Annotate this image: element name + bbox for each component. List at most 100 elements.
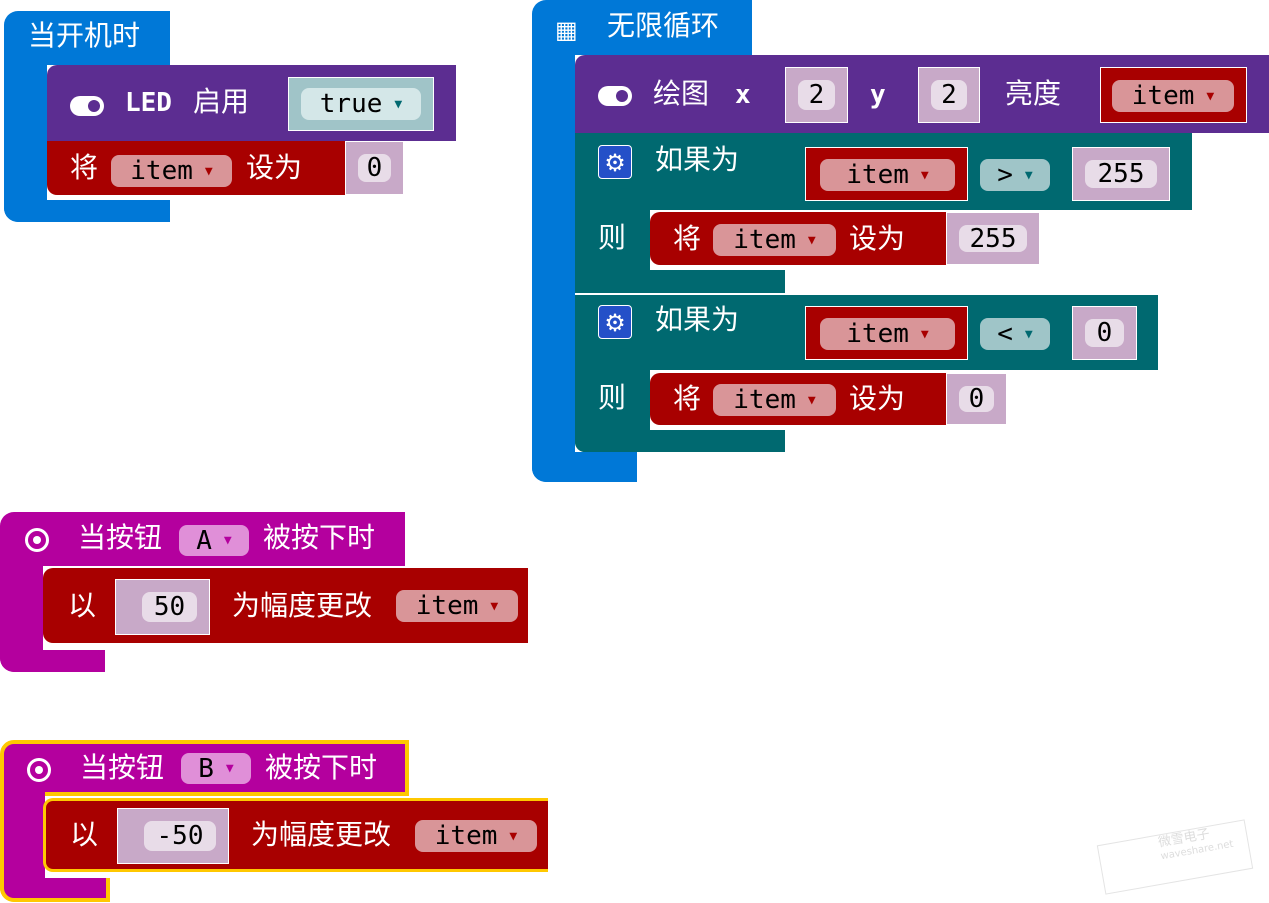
on-start-header[interactable] bbox=[4, 11, 170, 65]
event-suffix: 被按下时 bbox=[263, 521, 376, 554]
forever-rail bbox=[532, 40, 575, 482]
brightness-label: 亮度 bbox=[1005, 77, 1062, 110]
dropdown-caret-icon: ▼ bbox=[807, 392, 816, 408]
if-block-2-footer bbox=[575, 430, 785, 452]
dropdown-caret-icon: ▼ bbox=[807, 232, 816, 248]
by-label: 以 bbox=[70, 818, 99, 851]
operator-dropdown[interactable]: >▼ bbox=[980, 159, 1050, 191]
set-label: 将 bbox=[673, 222, 702, 255]
gear-icon[interactable]: ⚙ bbox=[598, 145, 632, 179]
set-label: 将 bbox=[70, 151, 99, 184]
dropdown-caret-icon: ▼ bbox=[204, 163, 213, 179]
button-dropdown[interactable]: B▼ bbox=[181, 753, 251, 784]
variable-dropdown[interactable]: item ▼ bbox=[1112, 80, 1234, 112]
change-label: 为幅度更改 bbox=[232, 589, 373, 622]
waveshare-watermark-logo: 微雪电子 waveshare.net bbox=[1096, 819, 1254, 895]
variable-name: item bbox=[130, 156, 193, 186]
change-label: 为幅度更改 bbox=[251, 818, 392, 851]
if-block-1-footer bbox=[575, 270, 785, 293]
dropdown-caret-icon: ▼ bbox=[225, 761, 234, 776]
event-prefix: 当按钮 bbox=[78, 521, 163, 554]
number-slot: 255 bbox=[946, 212, 1040, 265]
on-start-footer bbox=[4, 200, 170, 222]
button-event-icon bbox=[25, 528, 49, 552]
on-start-rail bbox=[4, 60, 47, 222]
set-to-label: 设为 bbox=[849, 222, 906, 255]
led-label: LED bbox=[125, 88, 172, 118]
set-label: 将 bbox=[673, 382, 702, 415]
led-action: 启用 bbox=[193, 85, 250, 118]
variable-name: item bbox=[846, 160, 909, 190]
dropdown-caret-icon: ▼ bbox=[920, 326, 929, 342]
y-slot: 2 bbox=[918, 67, 980, 123]
x-slot: 2 bbox=[785, 67, 848, 123]
number-input[interactable]: 255 bbox=[1085, 159, 1157, 189]
set-to-label: 设为 bbox=[246, 151, 303, 184]
dropdown-caret-icon: ▼ bbox=[490, 598, 499, 614]
button-dropdown[interactable]: A▼ bbox=[179, 525, 249, 556]
gear-icon[interactable]: ⚙ bbox=[598, 305, 632, 339]
number-input[interactable]: 0 bbox=[1085, 318, 1124, 348]
toggle-icon bbox=[598, 86, 632, 106]
plot-label: 绘图 bbox=[653, 77, 710, 110]
number-input[interactable]: 0 bbox=[959, 384, 994, 414]
boolean-dropdown[interactable]: true ▼ bbox=[301, 88, 421, 120]
button-b-footer bbox=[0, 878, 110, 902]
if-label: 如果为 bbox=[655, 143, 740, 176]
variable-dropdown[interactable]: item ▼ bbox=[713, 384, 836, 416]
button-event-icon bbox=[27, 758, 51, 782]
dropdown-caret-icon: ▼ bbox=[223, 533, 232, 548]
variable-name: item bbox=[733, 225, 796, 255]
number-input[interactable]: -50 bbox=[144, 821, 216, 851]
grid-icon: ▦ bbox=[555, 16, 578, 44]
y-input[interactable]: 2 bbox=[931, 80, 967, 110]
on-start-title: 当开机时 bbox=[28, 19, 141, 52]
variable-dropdown[interactable]: item ▼ bbox=[111, 155, 232, 187]
boolean-slot: true ▼ bbox=[288, 77, 434, 131]
operator-dropdown[interactable]: <▼ bbox=[980, 318, 1050, 350]
variable-name: item bbox=[415, 591, 479, 621]
dropdown-caret-icon: ▼ bbox=[1024, 326, 1033, 342]
boolean-value: true bbox=[319, 89, 383, 119]
variable-name: item bbox=[434, 821, 498, 851]
if-label: 如果为 bbox=[655, 303, 740, 336]
number-input[interactable]: 255 bbox=[959, 224, 1027, 254]
variable-dropdown[interactable]: item ▼ bbox=[820, 159, 955, 191]
button-a-footer bbox=[0, 650, 105, 672]
dropdown-caret-icon: ▼ bbox=[394, 96, 403, 112]
dropdown-caret-icon: ▼ bbox=[1206, 88, 1215, 104]
then-label: 则 bbox=[598, 221, 627, 254]
operator-value: < bbox=[997, 319, 1013, 349]
number-input[interactable]: 0 bbox=[358, 153, 391, 183]
number-slot: 50 bbox=[115, 579, 210, 635]
dropdown-caret-icon: ▼ bbox=[1024, 167, 1033, 183]
button-name: A bbox=[196, 525, 212, 556]
x-label: x bbox=[735, 80, 751, 110]
by-label: 以 bbox=[68, 589, 97, 622]
variable-name: item bbox=[846, 319, 909, 349]
y-label: y bbox=[870, 80, 886, 110]
forever-title: 无限循环 bbox=[607, 9, 720, 42]
number-slot: -50 bbox=[117, 808, 229, 864]
variable-name: item bbox=[1131, 81, 1195, 111]
variable-name: item bbox=[733, 385, 796, 415]
set-to-label: 设为 bbox=[849, 382, 906, 415]
x-input[interactable]: 2 bbox=[798, 80, 835, 110]
variable-dropdown[interactable]: item ▼ bbox=[415, 820, 537, 852]
event-prefix: 当按钮 bbox=[80, 751, 165, 784]
operator-value: > bbox=[997, 160, 1013, 190]
toggle-icon bbox=[70, 96, 104, 116]
number-slot: 0 bbox=[345, 141, 404, 195]
button-name: B bbox=[198, 753, 214, 784]
variable-dropdown[interactable]: item ▼ bbox=[713, 224, 836, 256]
variable-dropdown[interactable]: item ▼ bbox=[396, 590, 518, 622]
number-input[interactable]: 50 bbox=[142, 592, 197, 622]
then-label: 则 bbox=[598, 381, 627, 414]
dropdown-caret-icon: ▼ bbox=[509, 828, 518, 844]
variable-dropdown[interactable]: item ▼ bbox=[820, 318, 955, 350]
number-slot: 0 bbox=[946, 373, 1007, 425]
event-suffix: 被按下时 bbox=[265, 751, 378, 784]
forever-footer bbox=[532, 452, 637, 482]
dropdown-caret-icon: ▼ bbox=[920, 167, 929, 183]
compare-right-slot: 0 bbox=[1072, 306, 1137, 360]
